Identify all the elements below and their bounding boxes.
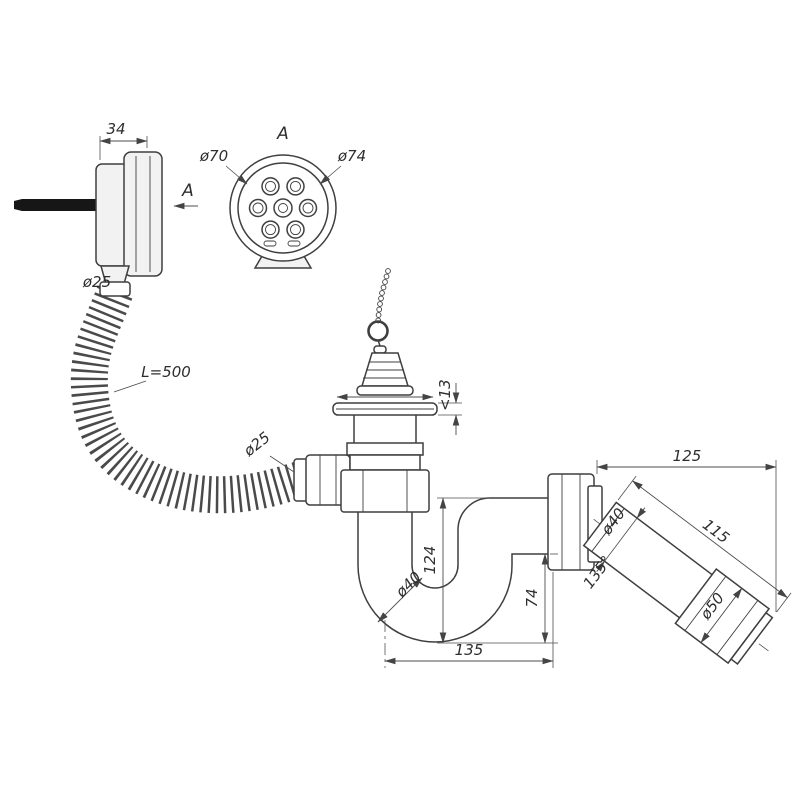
- dim-flange-height: <13: [436, 379, 462, 435]
- dim-label-lt13: <13: [436, 379, 454, 411]
- view-title: A: [276, 124, 289, 144]
- chain-bead: [375, 312, 382, 318]
- dim-label-dia70-grate: ø70: [199, 147, 228, 165]
- dim-label-dia25-nut: ø25: [239, 428, 273, 460]
- grate-hole-inner: [252, 202, 264, 214]
- overflow-flange: [123, 151, 163, 277]
- hose-sleeve: [99, 281, 131, 297]
- stopper-knob: [373, 345, 387, 354]
- outlet-nut: [547, 473, 603, 571]
- coupling-end-cap: [730, 611, 774, 665]
- grate-center-hole-inner: [278, 203, 288, 213]
- dim-label-dia40-trap: ø40: [391, 568, 424, 601]
- dim-overflow-width: 34: [99, 120, 148, 160]
- grate-hole: [261, 220, 280, 239]
- corrugated-hose: [70, 285, 308, 514]
- p-trap: [357, 497, 548, 643]
- dim-hose-length: L=500: [113, 363, 191, 393]
- grate-hole-inner: [290, 224, 301, 236]
- chain-bead: [376, 306, 383, 313]
- dim-label-dia25: ø25: [82, 273, 111, 291]
- trap-outer-wall: [357, 512, 548, 643]
- dim-outlet-drop: 74: [523, 553, 558, 644]
- chain-bead: [377, 301, 383, 307]
- dim-label-135: 135: [455, 641, 484, 659]
- drain-body: [332, 402, 438, 513]
- overflow-pin-shaft: [22, 199, 98, 211]
- dimension-line: [604, 517, 638, 562]
- dim-label-74: 74: [523, 588, 541, 607]
- dimension-arrow: [595, 560, 605, 572]
- pull-ring: [367, 320, 389, 342]
- dim-label-dia74-grate: ø74: [337, 147, 366, 165]
- outlet-nut-body: [547, 473, 595, 571]
- extension-line: [617, 475, 637, 501]
- extension-line: [776, 592, 792, 613]
- dim-overflow-hose-dia: ø25: [82, 273, 111, 291]
- leader-line: [319, 165, 342, 185]
- grate-outer-rim: [229, 154, 337, 262]
- grate-hole: [298, 198, 318, 218]
- dimension-line: [632, 480, 788, 598]
- dim-trap-height: 124: [421, 497, 558, 644]
- drain-grate-view: A ø70 ø74: [199, 124, 366, 269]
- section-arrow: A: [173, 181, 198, 210]
- leader-line: [225, 165, 248, 185]
- chain-bead: [380, 284, 387, 291]
- dimension-arrow: [636, 507, 646, 519]
- stopper-plug: [356, 268, 414, 396]
- section-label: A: [181, 181, 194, 201]
- grate-hole-inner: [265, 224, 276, 236]
- grate-hole-inner: [290, 180, 301, 192]
- grate-center-hole: [273, 198, 293, 218]
- grate-hole: [286, 177, 305, 196]
- chain-bead: [385, 268, 391, 274]
- dim-label-124: 124: [421, 546, 439, 575]
- dim-label-125: 125: [673, 447, 702, 465]
- grate-holes: [248, 177, 318, 247]
- grate-hole: [261, 177, 280, 196]
- dimension-line: [700, 587, 743, 644]
- leader-line: [269, 455, 295, 473]
- grate-hole-inner: [265, 180, 276, 192]
- grate-slot: [287, 240, 301, 247]
- overflow-pin: [14, 199, 22, 211]
- dim-elbow-span: 125: [596, 447, 777, 612]
- dimension-line: [377, 577, 423, 623]
- dim-label-hose-length: L=500: [141, 363, 191, 381]
- dim-trap-span: 135: [384, 572, 554, 668]
- chain-bead: [383, 273, 390, 280]
- grate-hole: [286, 220, 305, 239]
- chain-bead: [379, 290, 385, 296]
- tee-body: [349, 454, 421, 471]
- stopper-body: [360, 352, 410, 387]
- grate-hole-inner: [302, 202, 314, 214]
- dim-trap-pipe-dia: ø40: [377, 568, 425, 623]
- chain-bead: [382, 279, 388, 285]
- hose-body: [70, 285, 308, 514]
- chain-bead: [378, 295, 384, 302]
- grate-slot: [263, 240, 277, 247]
- overflow-fitting: [14, 151, 163, 297]
- grate-hole: [248, 198, 268, 218]
- dim-label-34: 34: [106, 120, 125, 138]
- grate-inner-rim: [237, 162, 329, 254]
- bead-chain: [375, 268, 391, 324]
- leader-line: [113, 380, 147, 393]
- dim-label-115: 115: [699, 515, 733, 547]
- drain-collar: [346, 442, 424, 456]
- stopper-lip: [356, 385, 414, 396]
- pipe-joint-line: [591, 508, 625, 552]
- ring-link: [377, 339, 381, 347]
- trap-coupling-nut: [340, 469, 430, 513]
